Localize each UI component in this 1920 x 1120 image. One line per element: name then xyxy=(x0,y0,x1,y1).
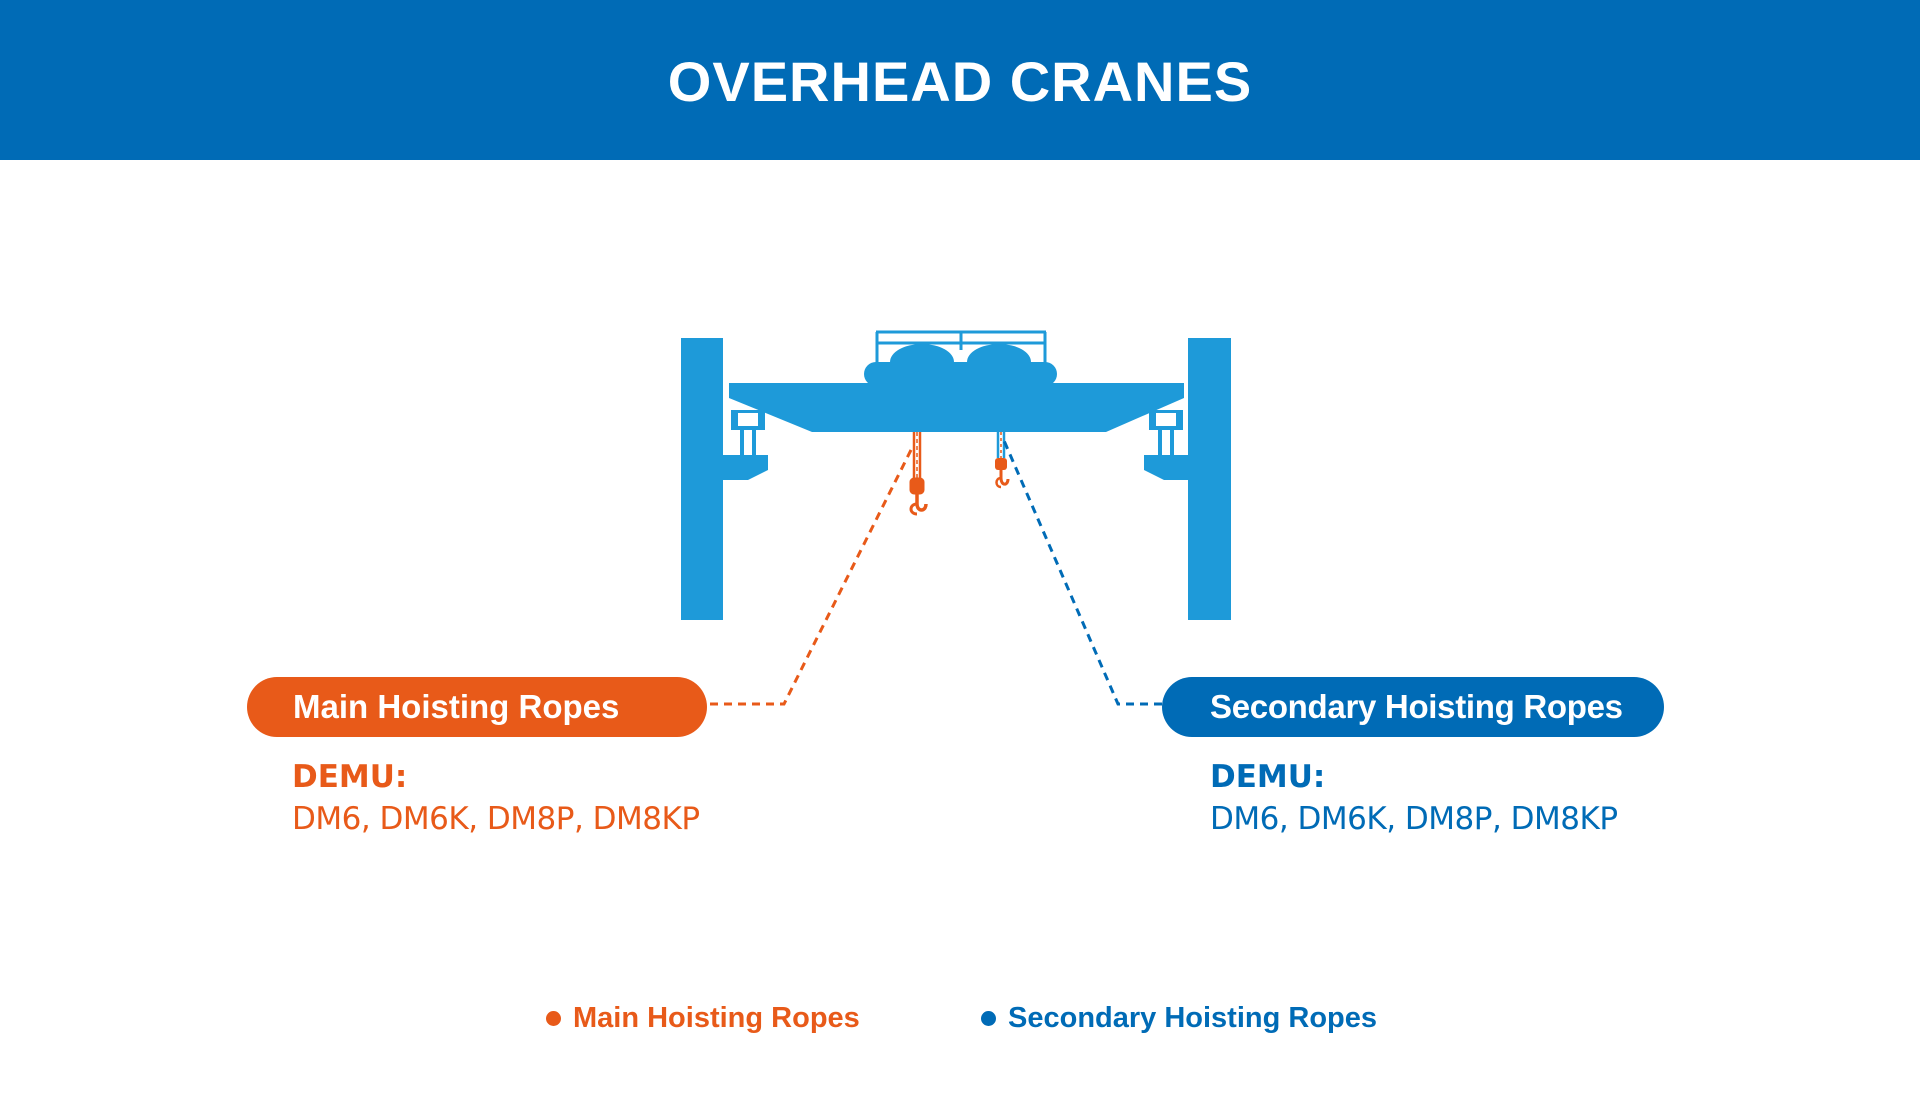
right-bracket xyxy=(1144,455,1188,480)
legend-item-main: Main Hoisting Ropes xyxy=(546,1002,860,1035)
secondary-hoisting-ropes-label: Secondary Hoisting Ropes xyxy=(1162,677,1664,737)
main-ropes-info: DEMU: DM6, DM6K, DM8P, DM8KP xyxy=(292,757,700,841)
page-title: OVERHEAD CRANES xyxy=(667,49,1253,113)
header-banner: OVERHEAD CRANES xyxy=(0,0,1920,160)
hoist-drum-right xyxy=(967,344,1031,380)
main-leader-line xyxy=(710,447,914,706)
left-bracket xyxy=(723,455,768,480)
main-ropes-brand: DEMU: xyxy=(292,759,408,795)
legend-dot-secondary xyxy=(981,1011,996,1026)
legend-label-main: Main Hoisting Ropes xyxy=(573,1002,860,1034)
secondary-ropes-info: DEMU: DM6, DM6K, DM8P, DM8KP xyxy=(1210,757,1618,841)
secondary-hook-icon xyxy=(995,432,1010,489)
legend-dot-main xyxy=(546,1011,561,1026)
hoist-drum-left xyxy=(890,344,954,380)
overhead-crane-icon xyxy=(681,330,1231,620)
right-column xyxy=(1188,338,1231,620)
main-ropes-models: DM6, DM6K, DM8P, DM8KP xyxy=(292,801,700,837)
legend-label-secondary: Secondary Hoisting Ropes xyxy=(1008,1002,1378,1034)
trolley-railing xyxy=(875,330,1047,365)
main-hook-icon xyxy=(909,432,928,516)
main-girder xyxy=(729,383,1184,432)
main-hoisting-ropes-label: Main Hoisting Ropes xyxy=(247,677,707,737)
secondary-hoisting-ropes-text: Secondary Hoisting Ropes xyxy=(1210,688,1623,725)
secondary-leader-line xyxy=(1000,435,1162,706)
main-hoisting-ropes-text: Main Hoisting Ropes xyxy=(293,688,620,725)
left-column xyxy=(681,338,723,620)
secondary-ropes-brand: DEMU: xyxy=(1210,759,1326,795)
legend-item-secondary: Secondary Hoisting Ropes xyxy=(981,1002,1377,1035)
secondary-ropes-models: DM6, DM6K, DM8P, DM8KP xyxy=(1210,801,1618,837)
